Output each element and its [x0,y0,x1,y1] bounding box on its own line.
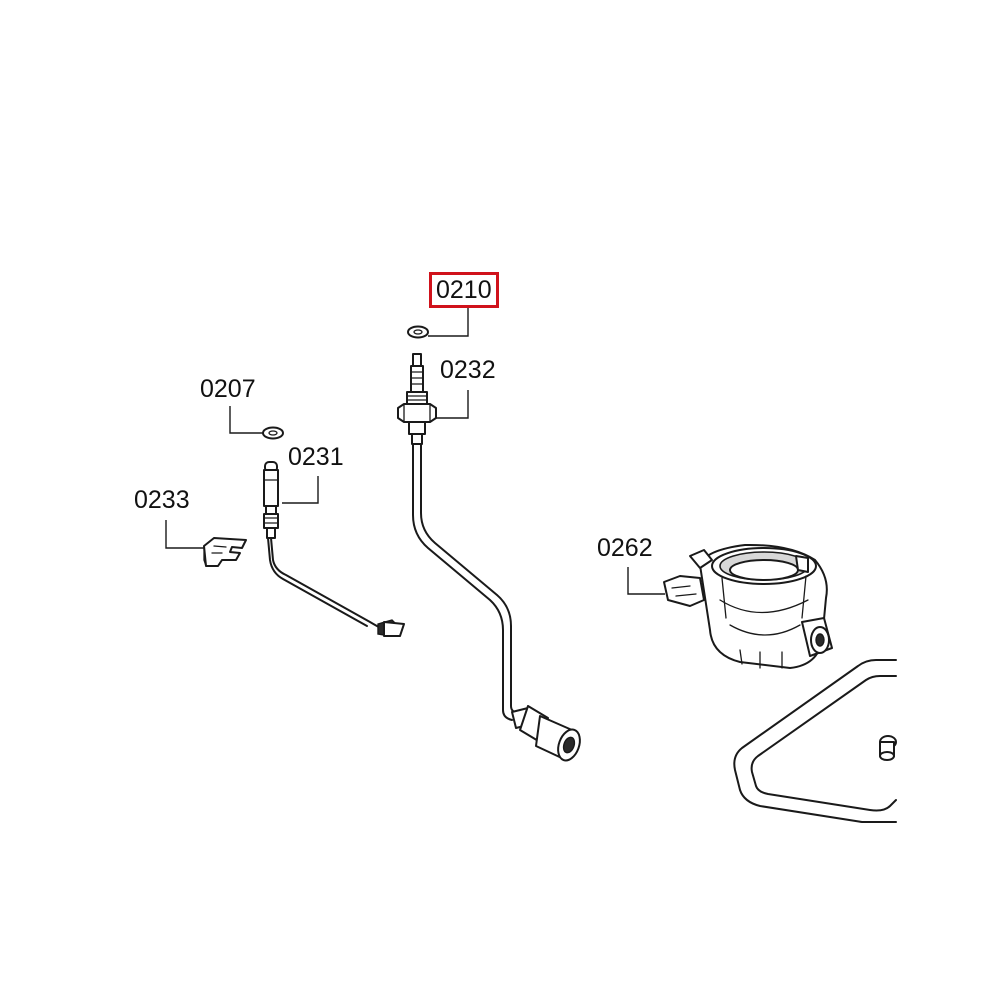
hob-plate-part [733,659,897,823]
thermocouple-0232-part [397,353,581,762]
burner-body-0262-part [663,543,833,669]
part-label-0233[interactable]: 0233 [134,486,190,514]
leader-0210 [428,306,469,337]
leader-0233 [165,520,208,549]
part-label-0210[interactable]: 0210 [429,272,499,308]
part-label-0232[interactable]: 0232 [440,356,496,384]
washer-0207-part [262,426,284,440]
part-label-0207[interactable]: 0207 [200,375,256,403]
clip-0233-part [203,537,247,567]
part-label-0262[interactable]: 0262 [597,534,653,562]
leader-0232 [432,390,469,419]
washer-0210-part [407,325,429,339]
part-label-0231[interactable]: 0231 [288,443,344,471]
leader-0231 [282,476,319,504]
leader-lines [165,306,665,595]
ignition-electrode-0231-part [263,461,405,637]
leader-0262 [627,567,665,595]
leader-0207 [229,406,265,434]
